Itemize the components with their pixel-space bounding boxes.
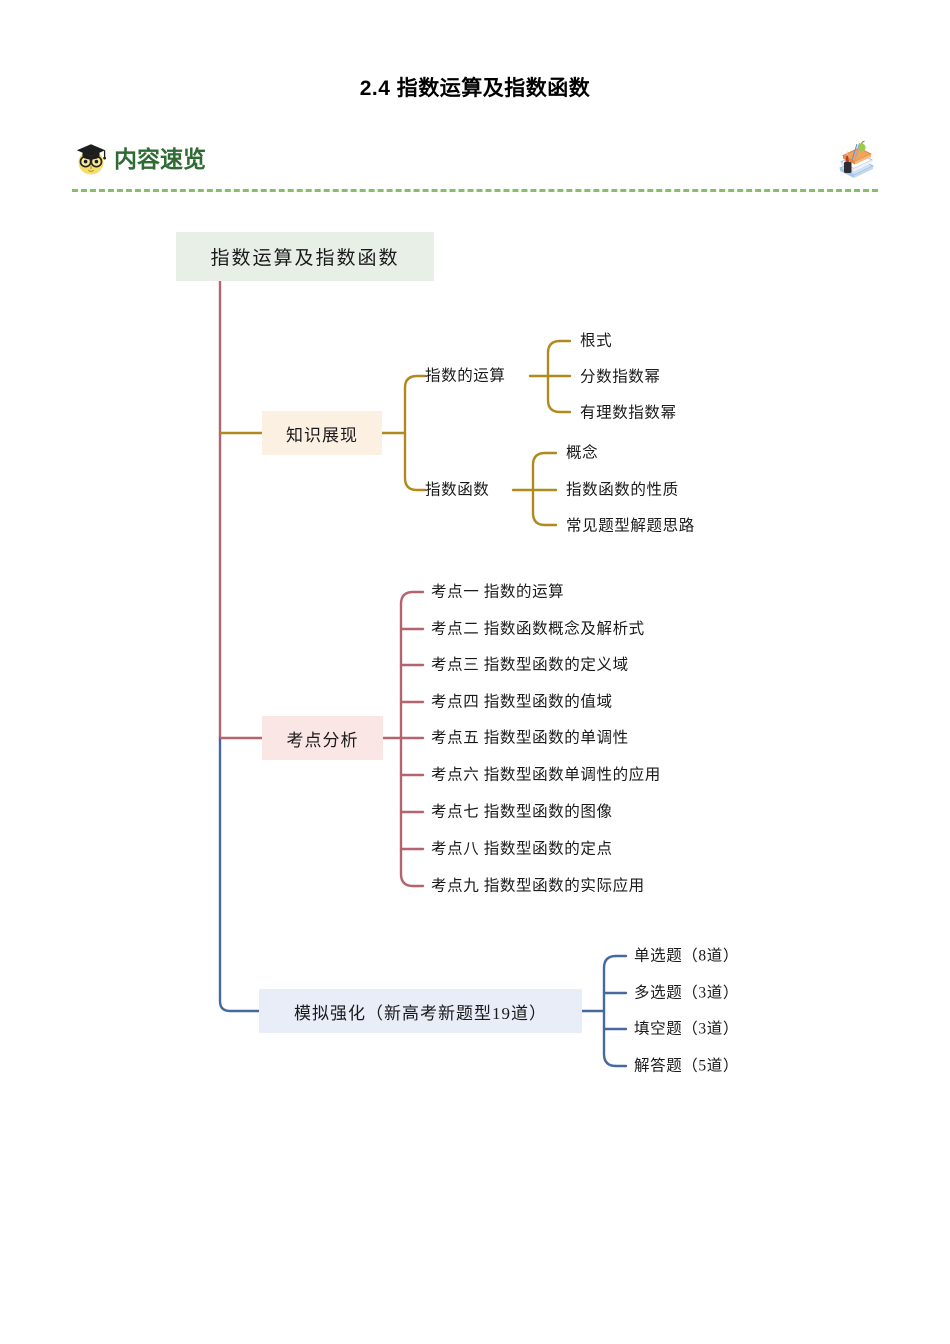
mindmap-leaf-radical[interactable]: 根式 — [580, 332, 613, 350]
books-stack-icon — [828, 130, 878, 182]
mindmap-node-exponential-function[interactable]: 指数函数 — [425, 481, 490, 499]
mindmap-leaf-solution-question[interactable]: 解答题（5道） — [634, 1057, 739, 1075]
mindmap-leaf-exam-point-2[interactable]: 考点二 指数函数概念及解析式 — [431, 620, 645, 638]
mindmap-root-node[interactable]: 指数运算及指数函数 — [176, 232, 434, 281]
section-header-left: 内容速览 — [72, 136, 206, 180]
mindmap-leaf-common-problem-types[interactable]: 常见题型解题思路 — [566, 517, 695, 535]
page-title: 2.4 指数运算及指数函数 — [359, 77, 591, 100]
mindmap-leaf-fractional-exponent[interactable]: 分数指数幂 — [580, 368, 661, 386]
mindmap-leaf-exam-point-5[interactable]: 考点五 指数型函数的单调性 — [431, 729, 629, 747]
mindmap-leaf-exam-point-9[interactable]: 考点九 指数型函数的实际应用 — [431, 877, 645, 895]
graduate-face-icon — [72, 139, 110, 177]
mindmap-leaf-fill-in-blank[interactable]: 填空题（3道） — [634, 1020, 739, 1038]
mindmap-leaf-multiple-choice[interactable]: 多选题（3道） — [634, 984, 739, 1002]
section-divider — [72, 189, 878, 192]
mindmap-leaf-function-properties[interactable]: 指数函数的性质 — [566, 481, 679, 499]
mindmap-node-practice[interactable]: 模拟强化（新高考新题型19道） — [259, 989, 582, 1033]
mindmap-leaf-exam-point-1[interactable]: 考点一 指数的运算 — [431, 583, 565, 601]
mindmap-leaf-exam-point-8[interactable]: 考点八 指数型函数的定点 — [431, 840, 613, 858]
mindmap-leaf-rational-exponent[interactable]: 有理数指数幂 — [580, 404, 677, 422]
mindmap-leaf-exam-point-6[interactable]: 考点六 指数型函数单调性的应用 — [431, 766, 661, 784]
section-header: 内容速览 — [72, 136, 878, 192]
mindmap-node-exam-points[interactable]: 考点分析 — [262, 716, 383, 760]
mindmap-node-knowledge[interactable]: 知识展现 — [262, 411, 382, 455]
mindmap-leaf-exam-point-7[interactable]: 考点七 指数型函数的图像 — [431, 803, 613, 821]
section-header-label: 内容速览 — [114, 145, 206, 172]
mindmap-leaf-exam-point-4[interactable]: 考点四 指数型函数的值域 — [431, 693, 613, 711]
mindmap-leaf-single-choice[interactable]: 单选题（8道） — [634, 947, 739, 965]
mindmap-leaf-concept[interactable]: 概念 — [566, 444, 599, 462]
mindmap-node-exponent-operation[interactable]: 指数的运算 — [425, 367, 506, 385]
mindmap-leaf-exam-point-3[interactable]: 考点三 指数型函数的定义域 — [431, 656, 629, 674]
